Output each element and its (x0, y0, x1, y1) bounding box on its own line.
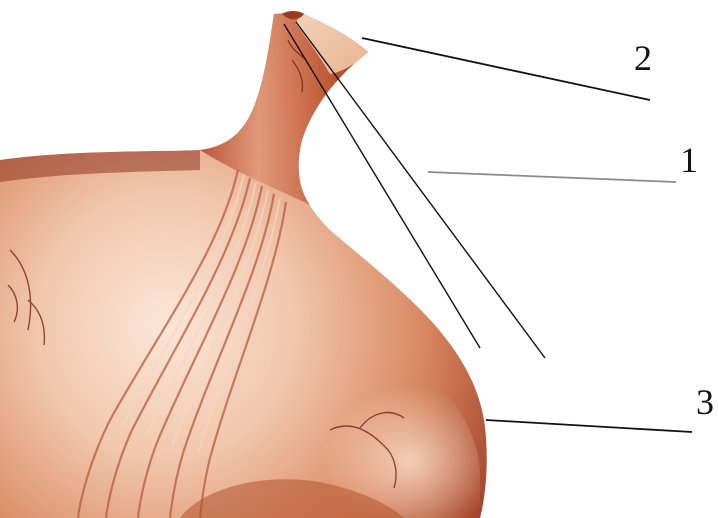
leader-line-3 (486, 420, 692, 432)
label-1: 1 (680, 140, 698, 180)
leader-line-2 (362, 38, 650, 100)
label-3: 3 (696, 382, 714, 422)
leader-line-1 (428, 172, 676, 182)
label-2: 2 (634, 38, 652, 78)
